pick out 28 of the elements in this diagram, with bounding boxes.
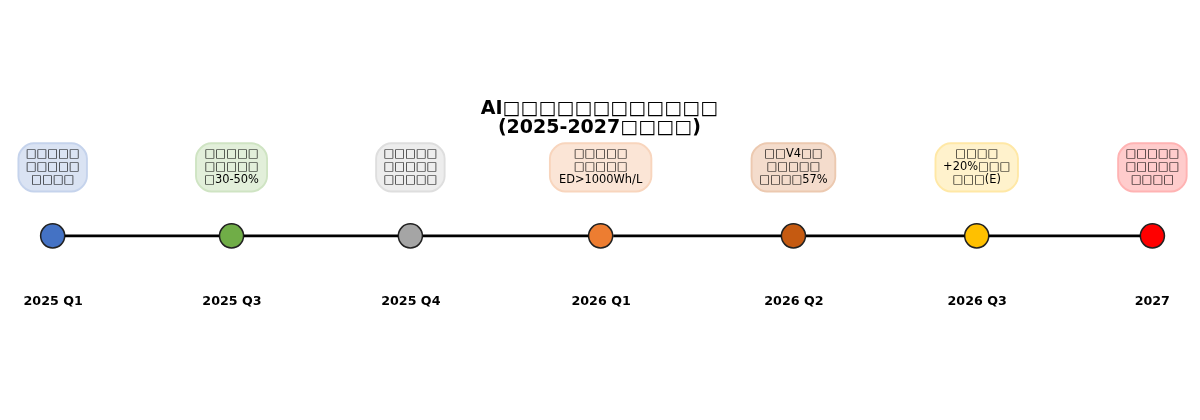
node-circle <box>963 222 990 249</box>
connector <box>988 234 1141 237</box>
node-label: 2026 Q1 <box>571 292 631 308</box>
node-circle <box>218 222 245 249</box>
node-circle <box>1139 222 1166 249</box>
node-circle <box>397 222 424 249</box>
node-circle <box>780 222 807 249</box>
node-box: □□□□□□□□□□ED>1000Wh/L <box>548 141 653 192</box>
connector <box>613 234 782 237</box>
node-label: 2027 <box>1134 292 1170 308</box>
node-box: □□V4□□□□□□□□□□□57% <box>750 141 837 192</box>
node-label: 2025 Q1 <box>23 292 83 308</box>
connector <box>422 234 589 237</box>
node-box: □□□□□□□□□□□□□□ <box>1117 141 1188 192</box>
node-box: □□□□□□□□□□□□□□□ <box>375 141 446 192</box>
connector <box>243 234 399 237</box>
connector <box>65 234 220 237</box>
node-box: □□□□□□□□□□□30-50% <box>195 141 268 192</box>
node-circle <box>39 222 66 249</box>
node-box: □□□□□□□□□□□□□□ <box>17 141 88 192</box>
node-label: 2026 Q2 <box>764 292 824 308</box>
connector <box>806 234 965 237</box>
node-circle <box>587 222 614 249</box>
node-label: 2025 Q3 <box>202 292 262 308</box>
diagram-title: AI□□□□□□□□□□□□(2025-2027□□□□) <box>480 95 719 137</box>
node-box: □□□□+20%□□□□□□(E) <box>934 141 1019 192</box>
node-label: 2026 Q3 <box>947 292 1007 308</box>
node-label: 2025 Q4 <box>381 292 441 308</box>
